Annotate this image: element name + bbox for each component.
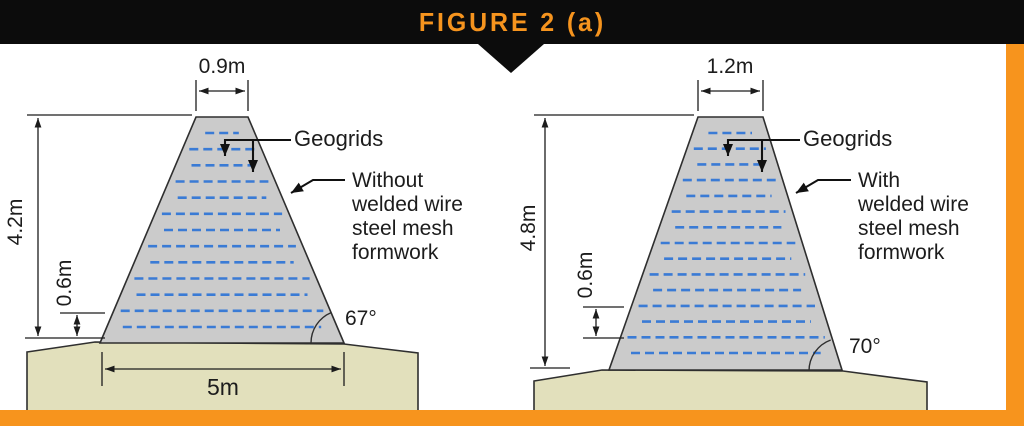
height-label-left: 4.2m xyxy=(4,198,27,246)
note-line: formwork xyxy=(858,241,945,264)
geogrids-label-left: Geogrids xyxy=(294,126,384,151)
note-callout-left xyxy=(290,178,345,194)
figure-banner: FIGURE 2 (a) xyxy=(0,0,1024,44)
top-width-label-left: 0.9m xyxy=(198,55,246,78)
foundation-ground-right xyxy=(533,369,928,413)
slope-angle-label-left: 67° xyxy=(345,307,377,330)
figure-title: FIGURE 2 (a) xyxy=(418,6,606,37)
note-line: steel mesh xyxy=(858,217,960,240)
spacing-label-left: 0.6m xyxy=(53,259,76,307)
panel-with-formwork xyxy=(530,80,928,413)
banner-notch-triangle xyxy=(478,44,544,73)
geogrid-layers-left xyxy=(120,131,324,329)
spacing-label-right: 0.6m xyxy=(574,251,597,299)
note-line: welded wire xyxy=(352,193,463,216)
geogrids-callout-left xyxy=(220,138,291,172)
orange-right-bar xyxy=(1006,44,1024,426)
geogrids-label-right: Geogrids xyxy=(803,126,893,151)
note-text-right: With welded wire steel mesh formwork xyxy=(858,169,969,265)
note-text-left: Without welded wire steel mesh formwork xyxy=(352,169,463,265)
slope-angle-arc-left xyxy=(310,311,332,344)
slope-angle-arc-right xyxy=(808,339,831,372)
panel-without-formwork xyxy=(25,80,419,413)
dim-base-width-left xyxy=(101,352,345,386)
geogrids-callout-right xyxy=(723,138,800,172)
note-line: formwork xyxy=(352,241,439,264)
note-line: Without xyxy=(352,169,424,192)
dim-top-width-left xyxy=(195,80,249,111)
dim-top-width-right xyxy=(697,80,764,111)
note-line: With xyxy=(858,169,900,192)
dim-height-left xyxy=(25,114,192,339)
note-line: steel mesh xyxy=(352,217,454,240)
dim-spacing-left xyxy=(60,312,105,336)
orange-bottom-bar xyxy=(0,410,1024,426)
slope-angle-label-right: 70° xyxy=(849,335,881,358)
dim-spacing-right xyxy=(583,306,624,339)
base-width-label-left: 5m xyxy=(207,374,239,400)
height-label-right: 4.8m xyxy=(517,204,540,252)
note-callout-right xyxy=(795,178,851,194)
top-width-label-right: 1.2m xyxy=(706,55,754,78)
dim-height-right xyxy=(530,114,694,369)
note-line: welded wire xyxy=(858,193,969,216)
